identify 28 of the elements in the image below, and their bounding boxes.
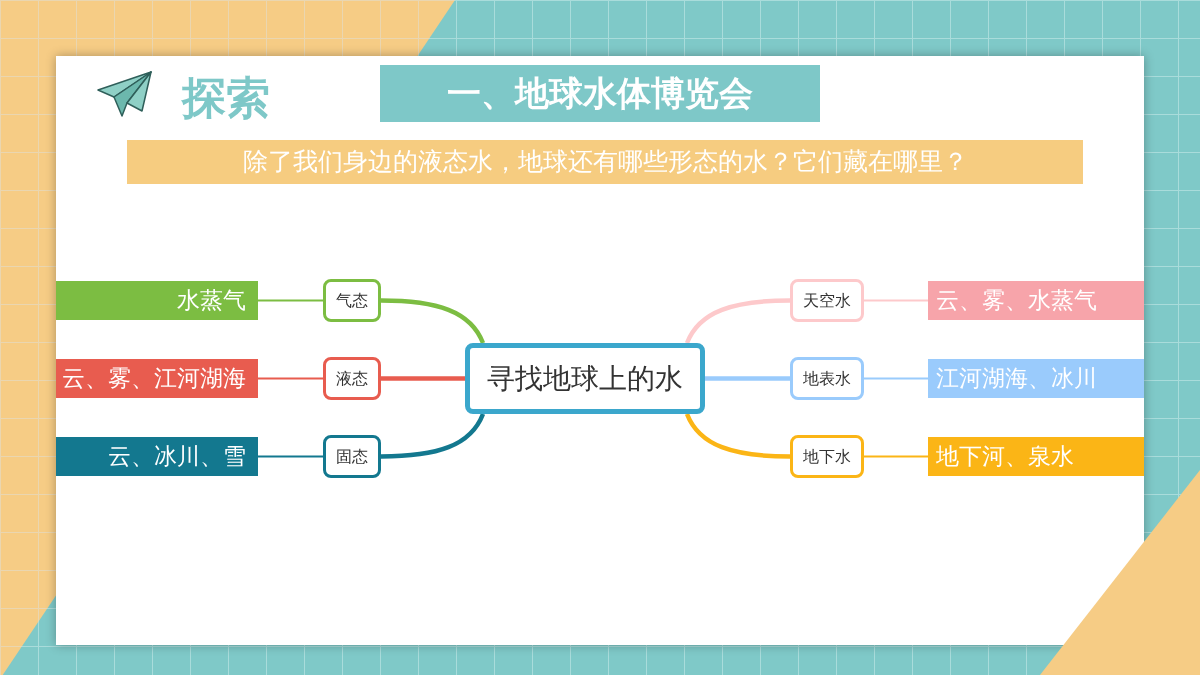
connector-line	[257, 299, 324, 302]
title-banner: 一、地球水体博览会	[380, 65, 820, 122]
branch-topic-box: 天空水	[790, 279, 864, 322]
connector-line	[705, 376, 790, 381]
connector-line	[684, 298, 791, 344]
connector-line	[257, 377, 324, 380]
leaf-topic-bar: 江河湖海、冰川	[928, 359, 1144, 398]
connector-line	[863, 299, 929, 302]
branch-topic-box: 固态	[323, 435, 381, 478]
leaf-topic-bar: 云、冰川、雪	[56, 437, 258, 476]
leaf-topic-bar: 地下河、泉水	[928, 437, 1144, 476]
connector-line	[257, 455, 324, 458]
branch-topic-box: 地下水	[790, 435, 864, 478]
connector-line	[380, 413, 486, 459]
leaf-topic-bar: 水蒸气	[56, 281, 258, 320]
connector-line	[863, 377, 929, 380]
central-topic-box: 寻找地球上的水	[465, 343, 705, 414]
section-heading: 探索	[182, 71, 270, 125]
branch-topic-box: 气态	[323, 279, 381, 322]
branch-topic-box: 地表水	[790, 357, 864, 400]
leaf-topic-bar: 云、雾、水蒸气	[928, 281, 1144, 320]
connector-line	[684, 413, 791, 459]
leaf-topic-bar: 云、雾、江河湖海	[56, 359, 258, 398]
connector-line	[381, 376, 465, 381]
connector-line	[863, 455, 929, 458]
connector-line	[380, 298, 486, 344]
question-banner: 除了我们身边的液态水，地球还有哪些形态的水？它们藏在哪里？	[127, 140, 1083, 184]
branch-topic-box: 液态	[323, 357, 381, 400]
